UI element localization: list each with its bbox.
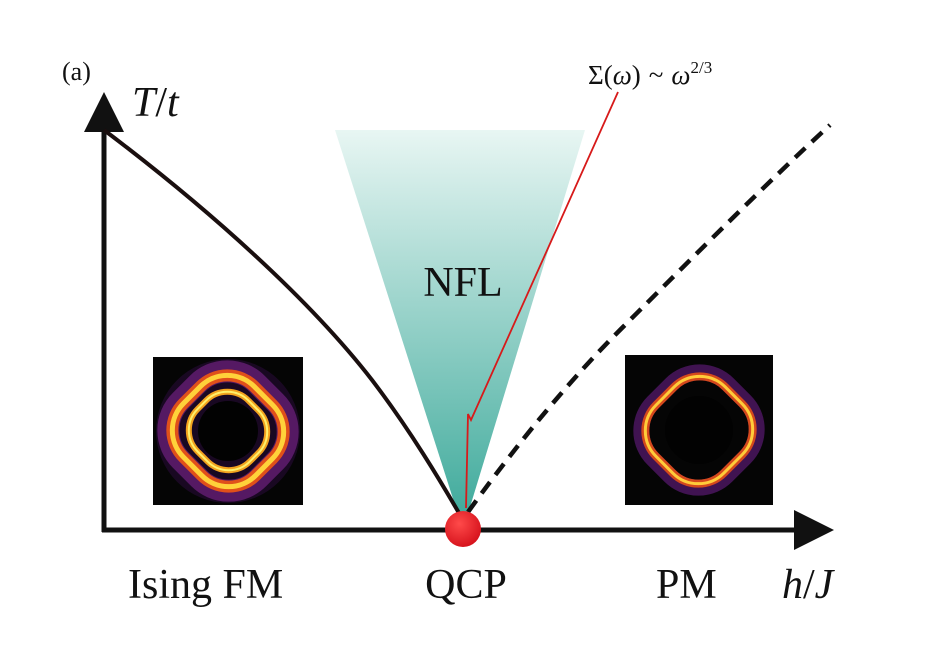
y-axis-slash: / xyxy=(155,80,167,126)
panel-label: (a) xyxy=(62,57,91,86)
y-axis-label: T/t xyxy=(132,80,180,126)
ising-fm-label: Ising FM xyxy=(128,562,283,608)
pm-inset xyxy=(625,355,773,505)
x-axis-unit: J xyxy=(815,562,836,608)
nfl-fan xyxy=(335,130,585,530)
nfl-label: NFL xyxy=(423,260,502,306)
annotation-pointer-line xyxy=(465,91,619,509)
y-axis-var: T xyxy=(132,80,158,126)
inset-inner-highlight xyxy=(187,390,269,472)
y-axis-unit: t xyxy=(167,80,180,126)
inset-core xyxy=(198,401,258,461)
self-energy-annotation: Σ(ω)~ω2/3 xyxy=(588,58,712,90)
inset-ring xyxy=(169,372,287,490)
omega2-text: ω xyxy=(671,60,690,90)
qcp-label: QCP xyxy=(425,562,507,608)
phase-boundary-curve xyxy=(102,128,465,521)
pm-label: PM xyxy=(656,562,717,608)
exponent-text: 2/3 xyxy=(690,58,712,77)
inset-ring xyxy=(643,374,755,486)
x-axis-slash: / xyxy=(803,562,815,608)
x-axis-var: h xyxy=(782,562,803,608)
close-paren-text: ) xyxy=(632,60,641,90)
tilde-text: ~ xyxy=(649,60,664,90)
sigma-text: Σ( xyxy=(588,60,613,90)
crossover-dashed-curve xyxy=(466,123,832,514)
qcp-marker xyxy=(445,511,481,547)
inset-core xyxy=(665,396,733,464)
omega-text: ω xyxy=(613,60,632,90)
ising-fm-inset xyxy=(153,357,303,505)
x-axis-label: h/J xyxy=(782,562,836,608)
